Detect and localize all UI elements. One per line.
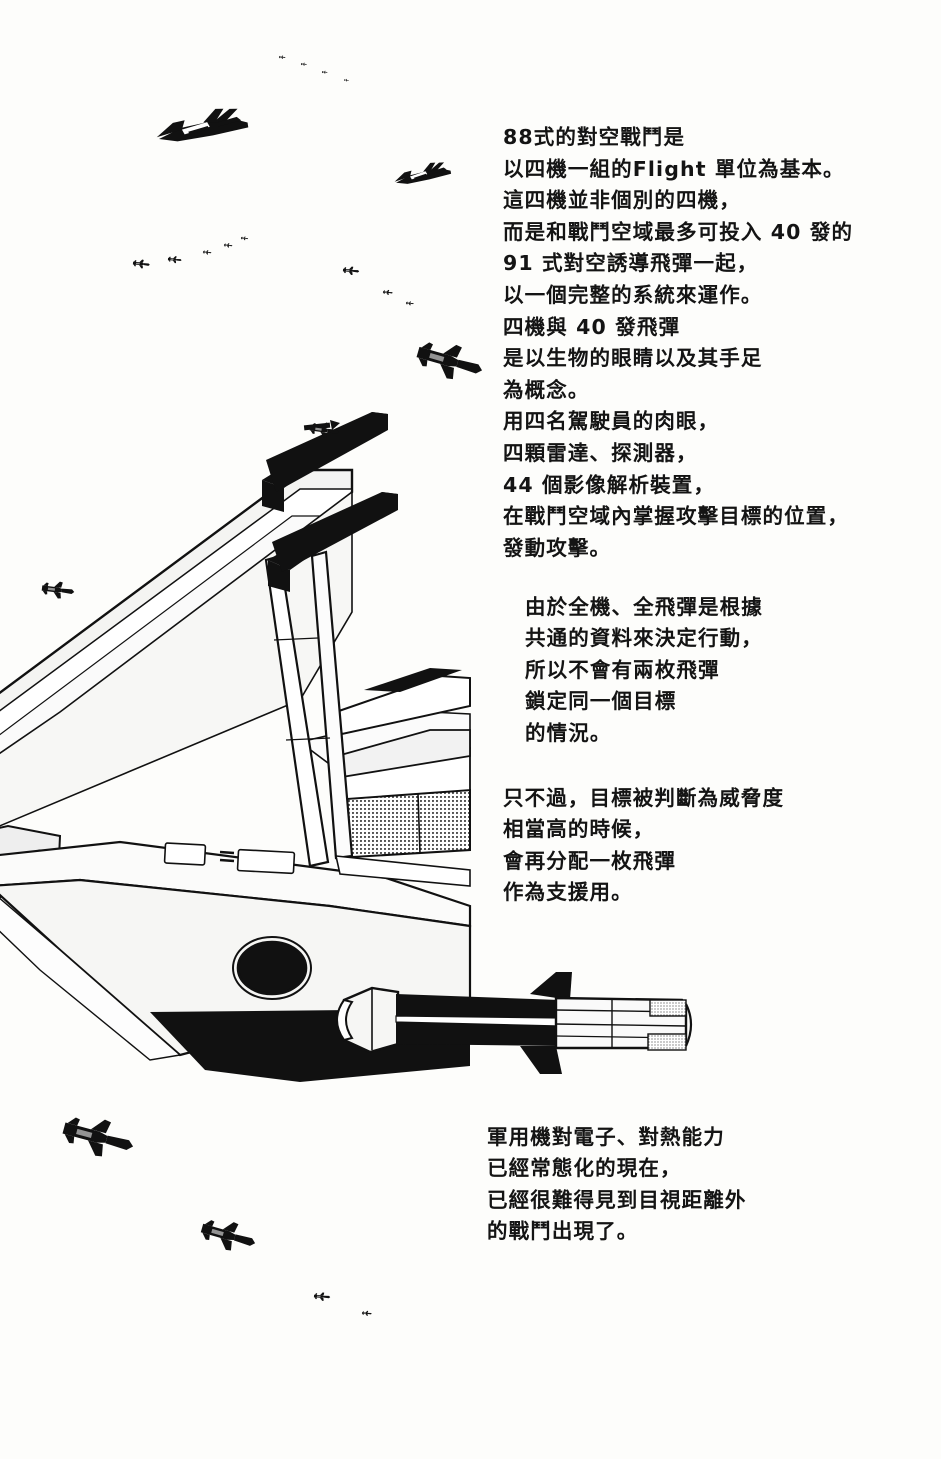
intake-shaded-face <box>330 788 471 860</box>
strut-brace-1 <box>273 637 319 641</box>
tail-root-fairing <box>334 855 471 887</box>
narration-block-bottom: 軍用機對電子、對熱能力 已經常態化的現在， 已經很難得見到目視距離外 的戰鬥出現… <box>487 1125 747 1244</box>
fuselage-upper-plate <box>0 490 353 827</box>
narration-block-second: 由於全機、全飛彈是根據 共通的資料來決定行動， 所以不會有兩枚飛彈 鎖定同一個目… <box>525 595 763 745</box>
nozzle-end-block-lower <box>647 1033 687 1051</box>
foreground-fighter-aircraft <box>0 412 693 1082</box>
fuselage-access-panel-2 <box>236 848 296 875</box>
nozzle-upper-fin <box>530 972 572 1000</box>
underside-chine <box>0 897 182 1061</box>
intake-divider <box>417 793 421 855</box>
nozzle-barrel-upper <box>396 994 560 1018</box>
nozzle-exit-rim <box>684 1003 693 1047</box>
narration-block-main: 88式的對空戰鬥是 以四機一組的Flight 單位為基本。 這四機並非個別的四機… <box>503 125 854 560</box>
nozzle-barrel-lower <box>396 1022 560 1046</box>
underside-sensor-dome <box>236 940 308 996</box>
engine-nozzle-assembly <box>336 972 693 1074</box>
vertical-stabilizer-lower-body <box>272 492 398 572</box>
nozzle-cap-lip <box>336 998 354 1042</box>
underside-sensor-ring <box>232 936 312 1000</box>
nozzle-forward-cap <box>342 986 400 1054</box>
vertical-stabilizer-upper-body <box>266 412 388 492</box>
nozzle-lower-fin <box>520 1046 562 1074</box>
wing-root-plate <box>0 490 353 827</box>
strut-brace-2 <box>285 737 331 741</box>
lower-fuselage-plate <box>0 878 472 1061</box>
tailplane-upper-shadow <box>364 668 462 692</box>
fuselage-marking-lower <box>219 858 235 863</box>
nozzle-end-block-upper <box>649 999 687 1017</box>
nozzle-can-line-2 <box>555 1023 687 1027</box>
fuselage-access-panel-1 <box>163 842 207 866</box>
fuselage-marking-upper <box>219 850 235 855</box>
stabilizer-strut-right <box>310 550 354 860</box>
narration-block-third: 只不過，目標被判斷為威脅度 相當高的時候， 會再分配一枚飛彈 作為支援用。 <box>503 786 785 905</box>
